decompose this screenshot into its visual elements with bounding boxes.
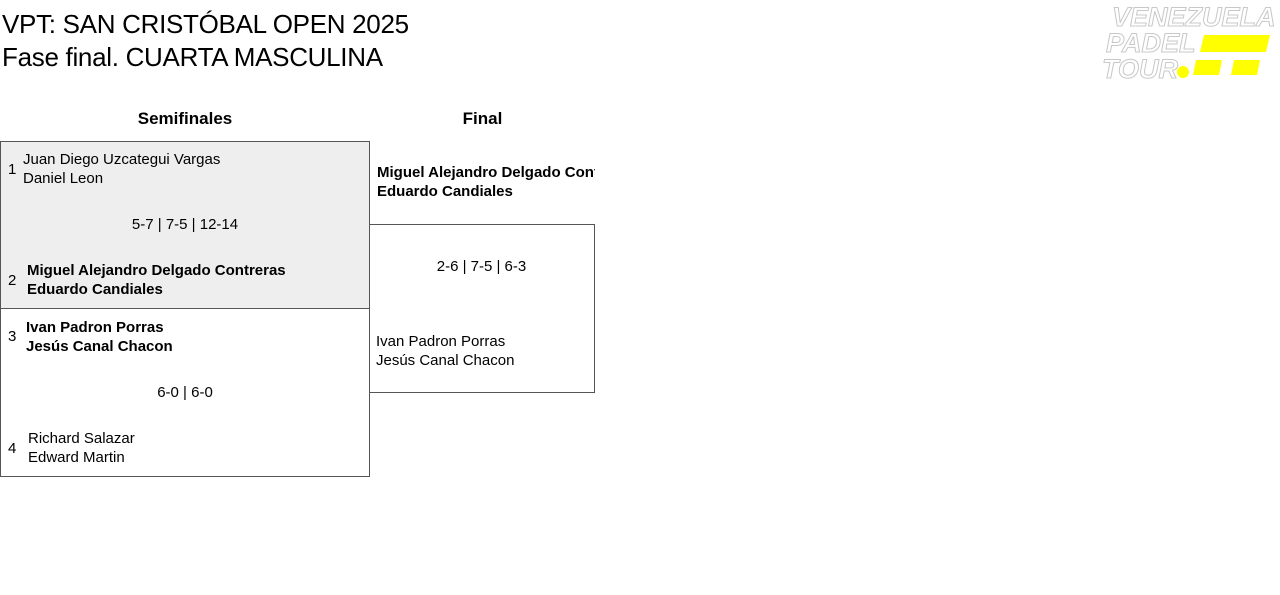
round-label-semifinals: Semifinales: [137, 109, 233, 128]
team-seed: 1: [8, 161, 17, 178]
player-name: Richard Salazar: [28, 430, 135, 447]
team-entry-loser: Juan Diego Uzcategui Vargas Daniel Leon: [23, 150, 220, 188]
team-entry-loser: Richard Salazar Edward Martin: [28, 429, 135, 467]
team-seed: 2: [8, 272, 17, 289]
match-score: 5-7 | 7-5 | 12-14: [131, 216, 239, 233]
team-seed: 4: [8, 440, 17, 457]
team-entry-winner: Ivan Padron Porras Jesús Canal Chacon: [26, 318, 173, 356]
logo-text-line1: VENEZUELA: [1112, 2, 1276, 32]
logo-dot: [1177, 66, 1189, 78]
player-name: Jesús Canal Chacon: [26, 338, 173, 355]
player-name: Eduardo Candiales: [27, 281, 163, 298]
player-name: Ivan Padron Porras: [376, 333, 506, 350]
page-subtitle: Fase final. CUARTA MASCULINA: [2, 42, 383, 72]
logo-text-line2: PADEL: [1106, 28, 1196, 58]
match-score: 6-0 | 6-0: [157, 384, 213, 401]
player-name: Miguel Alejandro Delgado Contreras: [27, 262, 286, 279]
round-label-final: Final: [462, 109, 503, 128]
venezuela-padel-tour-logo-icon: VENEZUELA PADEL TOUR: [1100, 2, 1278, 85]
page-title: VPT: SAN CRISTÓBAL OPEN 2025: [2, 9, 409, 39]
final-team-loser: Ivan Padron Porras Jesús Canal Chacon: [376, 332, 514, 370]
team-entry-winner: Miguel Alejandro Delgado Contreras Eduar…: [27, 261, 286, 299]
logo-bar-small-right: [1231, 60, 1260, 75]
player-name: Jesús Canal Chacon: [376, 352, 515, 369]
player-name: Miguel Alejandro Delgado Contreras: [377, 164, 595, 181]
logo-text-line3: TOUR: [1102, 54, 1179, 82]
player-name: Edward Martin: [28, 449, 125, 466]
logo-bar-large: [1200, 35, 1270, 52]
player-name: Ivan Padron Porras: [26, 319, 164, 336]
match-score: 2-6 | 7-5 | 6-3: [436, 258, 527, 275]
final-team-winner: Miguel Alejandro Delgado Contreras Eduar…: [377, 163, 595, 201]
team-seed: 3: [8, 328, 17, 345]
player-name: Eduardo Candiales: [377, 183, 513, 200]
semifinal-match-1[interactable]: 1 Juan Diego Uzcategui Vargas Daniel Leo…: [0, 141, 370, 309]
final-match[interactable]: 2-6 | 7-5 | 6-3 Ivan Padron Porras Jesús…: [369, 224, 595, 393]
logo-bar-small-left: [1193, 60, 1222, 75]
player-name: Daniel Leon: [23, 170, 104, 187]
semifinal-match-2[interactable]: 3 Ivan Padron Porras Jesús Canal Chacon …: [0, 308, 370, 477]
player-name: Juan Diego Uzcategui Vargas: [23, 151, 221, 168]
